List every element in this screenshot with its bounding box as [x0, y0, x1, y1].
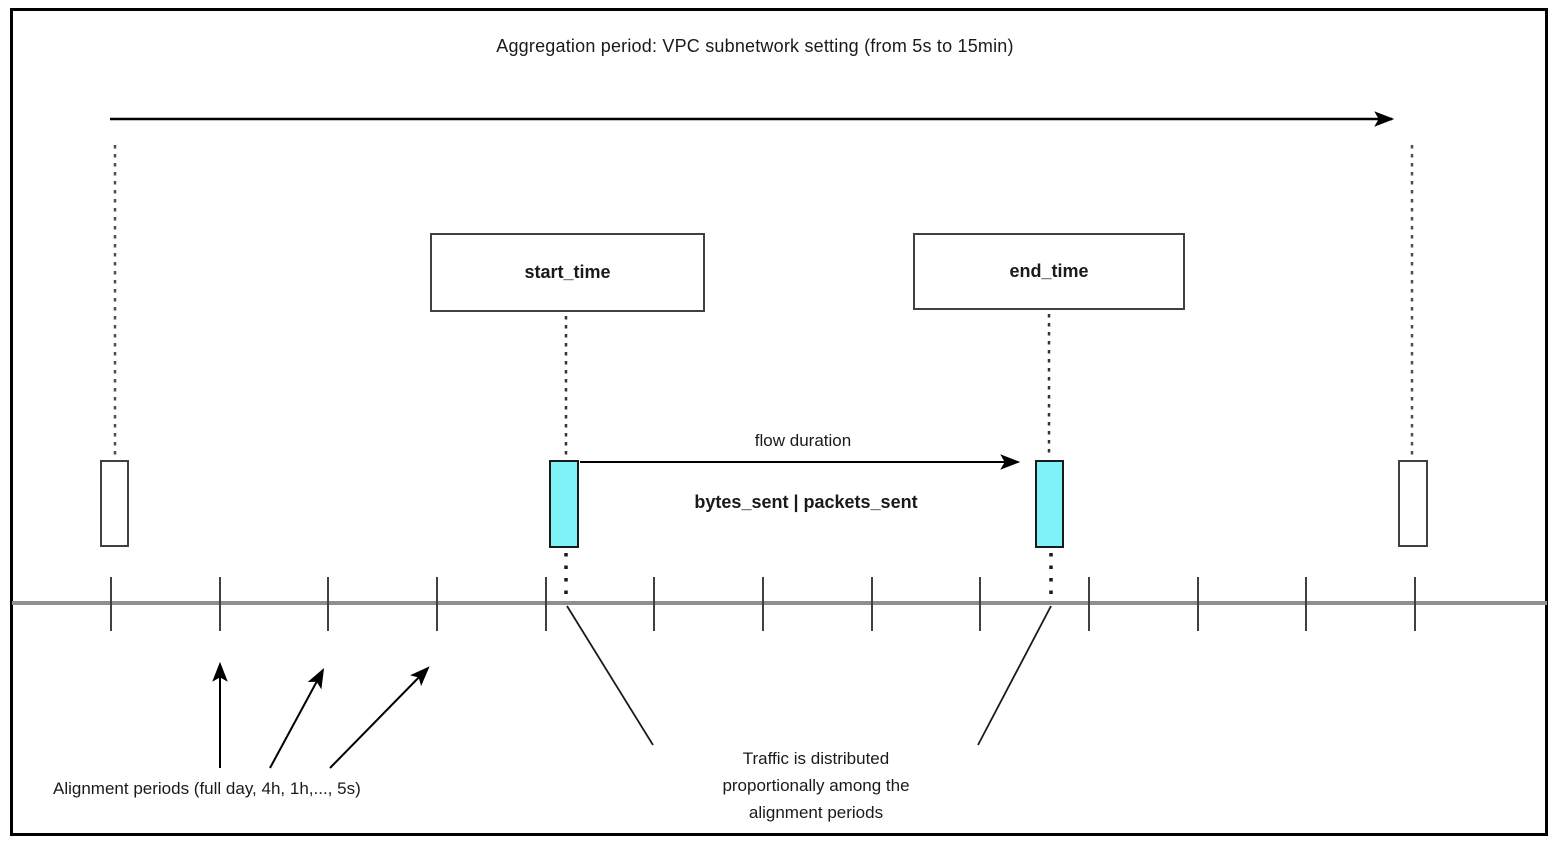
- flow-end-bar: [1035, 460, 1064, 548]
- alignment-periods-label: Alignment periods (full day, 4h, 1h,...,…: [53, 779, 361, 798]
- diagram-outer-frame: [10, 8, 1548, 836]
- alignment-period-pointer-arrows: [212, 661, 430, 769]
- metrics-label: bytes_sent | packets_sent: [694, 492, 918, 512]
- window-edge-rect-right: [1398, 460, 1428, 547]
- end-time-label: end_time: [1009, 261, 1089, 281]
- traffic-note-leader-lines: [566, 605, 1052, 746]
- diagram-title: Aggregation period: VPC subnetwork setti…: [496, 36, 1014, 56]
- window-edge-rect-left: [100, 460, 129, 547]
- start-time-box: start_time: [430, 233, 705, 312]
- start-time-label: start_time: [524, 262, 611, 282]
- end-time-box: end_time: [913, 233, 1185, 310]
- flow-duration-label: flow duration: [754, 431, 852, 450]
- timeline-tick-marks: [110, 577, 1416, 631]
- traffic-distribution-note: Traffic is distributed proportionally am…: [722, 749, 910, 822]
- flow-start-bar: [549, 460, 579, 548]
